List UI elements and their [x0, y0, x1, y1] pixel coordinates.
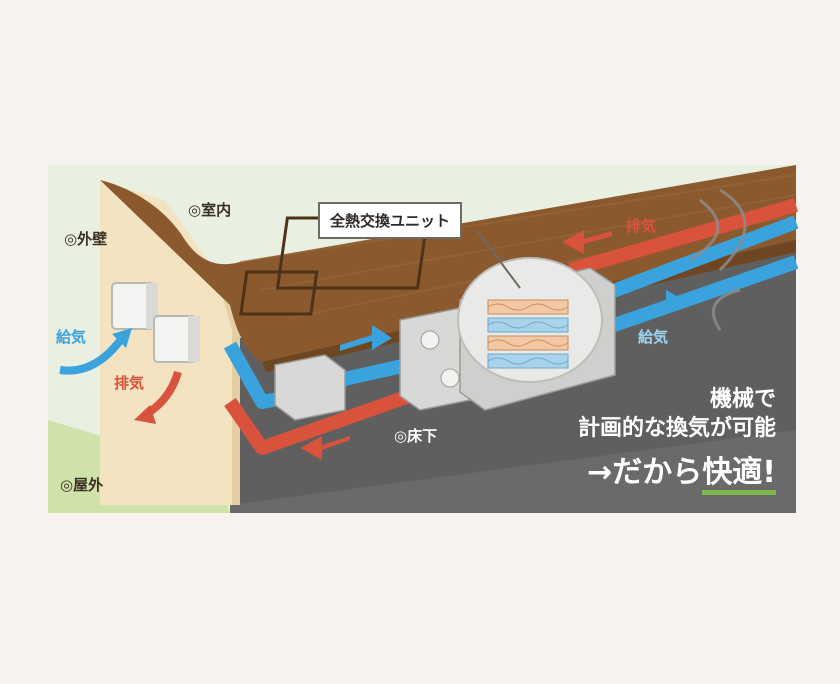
label-supply-right: 給気 — [638, 328, 669, 346]
headline-line2: 計画的な換気が可能 — [577, 416, 776, 441]
air-swirl-lines — [689, 188, 747, 331]
headline-emphasis: 快適! — [702, 458, 776, 495]
label-outdoor: ◎屋外 — [60, 476, 104, 494]
vent-hood-lower — [153, 315, 200, 363]
duct-box-left — [274, 354, 346, 421]
label-underfloor: ◎床下 — [394, 427, 438, 445]
headline-line1: 機械で — [709, 387, 776, 412]
headline-prefix: →だから — [587, 455, 703, 490]
supply-duct-right-lower — [597, 255, 799, 337]
label-exhaust-left: 排気 — [114, 374, 145, 392]
supply-flow-arrow — [340, 325, 392, 351]
exhaust-flow-arrow-right — [562, 230, 612, 254]
outer-wall-edge — [215, 270, 240, 505]
heat-exchanger-unit — [457, 257, 616, 411]
exhaust-duct-right — [568, 198, 798, 277]
floor-hatch-small — [239, 270, 319, 316]
underfloor-ground — [230, 430, 796, 513]
exhaust-flow-arrow-left — [300, 436, 350, 460]
supply-duct-right — [597, 215, 799, 303]
vent-hood-upper — [111, 282, 158, 330]
unit-callout-line — [477, 231, 521, 289]
supply-arrow-left-head — [112, 328, 132, 348]
exhaust-duct-outer — [224, 371, 463, 455]
label-exhaust-right: 排気 — [626, 217, 657, 235]
exchanger-core — [487, 299, 569, 369]
label-indoor: ◎室内 — [188, 201, 232, 219]
label-supply-left: 給気 — [56, 328, 87, 346]
supply-arrow-left — [59, 335, 126, 375]
label-outer-wall: ◎外壁 — [64, 230, 108, 248]
supply-flow-arrow-right — [640, 290, 688, 315]
label-unit: 全熱交換ユニット — [318, 202, 463, 239]
exhaust-arrow-left-head — [134, 405, 156, 424]
headline-line3: →だから快適! — [587, 458, 776, 495]
